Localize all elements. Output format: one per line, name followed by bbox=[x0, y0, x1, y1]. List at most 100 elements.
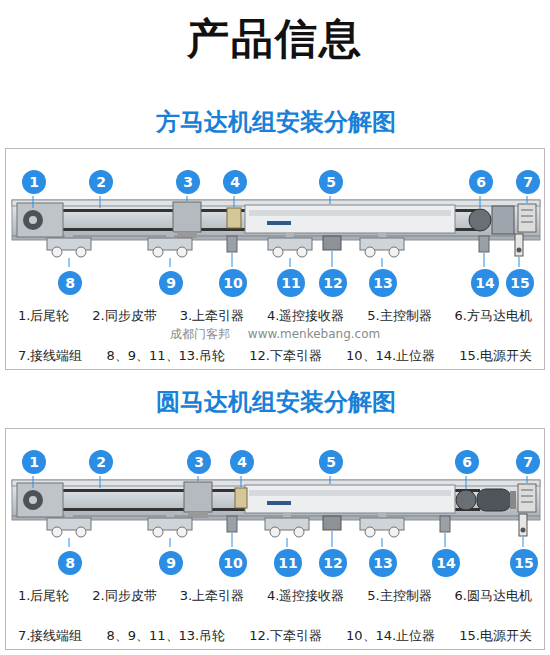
part-list-row: 7.接线端组8、9、11、13.吊轮12.下牵引器10、14.止位器15.电源开… bbox=[6, 348, 544, 364]
wheel bbox=[52, 527, 62, 537]
heading-rule bbox=[95, 121, 150, 123]
part-list-item: 12.下牵引器 bbox=[249, 628, 322, 644]
hanger-wheel bbox=[360, 512, 404, 537]
callout-circle: 7 bbox=[516, 170, 540, 194]
power-switch bbox=[515, 234, 523, 256]
callout-circle: 11 bbox=[277, 269, 305, 297]
callout-number: 3 bbox=[194, 455, 204, 469]
wheel bbox=[177, 527, 187, 537]
callout-circle: 15 bbox=[506, 269, 534, 297]
section-heading: 圆马达机组安装分解图 bbox=[156, 389, 396, 417]
callout-number: 2 bbox=[96, 455, 106, 469]
part-list-item: 8、9、11、13.吊轮 bbox=[106, 348, 225, 364]
callout-circle: 15 bbox=[510, 549, 538, 577]
wheel bbox=[389, 247, 399, 257]
wheel bbox=[76, 527, 86, 537]
hanger-wheel bbox=[265, 512, 309, 537]
callout-circle: 8 bbox=[58, 551, 82, 575]
part-list-item: 8、9、11、13.吊轮 bbox=[106, 628, 225, 644]
part-list-item: 2.同步皮带 bbox=[92, 308, 156, 324]
callout-number: 4 bbox=[230, 175, 240, 189]
callout-number: 7 bbox=[523, 455, 533, 469]
callout-number: 12 bbox=[323, 556, 342, 570]
upper-tractor bbox=[184, 482, 212, 518]
watermark-row: 成都门客邦www.menkebang.com bbox=[5, 328, 545, 342]
part-list-item: 6.方马达电机 bbox=[455, 308, 532, 324]
upper-tractor bbox=[173, 202, 201, 238]
heading-wrap: 方马达机组安装分解图 bbox=[6, 109, 546, 137]
callout-circle: 13 bbox=[369, 549, 397, 577]
callout-circle: 3 bbox=[187, 450, 211, 474]
hanger-wheel bbox=[47, 512, 91, 537]
callout-circle: 11 bbox=[274, 549, 302, 577]
wheel bbox=[76, 247, 86, 257]
switch-knob bbox=[521, 528, 526, 533]
watermark-text: 成都门客邦 bbox=[170, 328, 230, 342]
part-list-item: 1.后尾轮 bbox=[18, 588, 69, 604]
wheel bbox=[153, 527, 163, 537]
callout-circle: 5 bbox=[319, 170, 343, 194]
part-list-item: 15.电源开关 bbox=[459, 628, 532, 644]
round-motor bbox=[477, 489, 511, 511]
wheel bbox=[365, 527, 375, 537]
remote-receiver bbox=[227, 208, 241, 228]
callout-circle: 9 bbox=[159, 271, 183, 295]
diagram-panel: 圆马达机组安装分解图1.后尾轮2.同步皮带3.上牵引器4.遥控接收器5.主控制器… bbox=[5, 428, 545, 650]
callout-number: 15 bbox=[514, 556, 533, 570]
wheel bbox=[52, 247, 62, 257]
callout-number: 7 bbox=[523, 175, 533, 189]
callout-circle: 6 bbox=[469, 170, 493, 194]
wheel bbox=[270, 527, 280, 537]
callout-number: 6 bbox=[476, 175, 486, 189]
wheel bbox=[273, 247, 283, 257]
tractor-plate bbox=[173, 202, 201, 232]
callout-number: 6 bbox=[462, 455, 472, 469]
door-stopper bbox=[227, 236, 237, 252]
hanger-wheel bbox=[360, 232, 404, 257]
leader-lines bbox=[33, 196, 527, 208]
motor-end-cap bbox=[510, 491, 516, 509]
part-list-row: 7.接线端组8、9、11、13.吊轮12.下牵引器10、14.止位器15.电源开… bbox=[6, 628, 544, 644]
callout-number: 12 bbox=[323, 276, 342, 290]
part-list-item: 2.同步皮带 bbox=[92, 588, 156, 604]
callout-circle: 2 bbox=[89, 450, 113, 474]
callout-circle: 10 bbox=[219, 549, 247, 577]
callout-circle: 5 bbox=[319, 450, 343, 474]
callout-number: 10 bbox=[223, 556, 242, 570]
callout-number: 13 bbox=[373, 556, 392, 570]
callout-circle: 6 bbox=[455, 450, 479, 474]
tractor-clamp bbox=[177, 232, 197, 238]
part-list-row: 1.后尾轮2.同步皮带3.上牵引器4.遥控接收器5.主控制器6.圆马达电机 bbox=[6, 588, 544, 604]
callout-number: 1 bbox=[29, 175, 39, 189]
heading-wrap: 圆马达机组安装分解图 bbox=[6, 389, 546, 417]
hanger-wheel bbox=[148, 232, 192, 257]
part-list-item: 12.下牵引器 bbox=[249, 348, 322, 364]
callout-number: 8 bbox=[65, 556, 75, 570]
callout-circle: 8 bbox=[58, 271, 82, 295]
callout-number: 3 bbox=[183, 175, 193, 189]
tractor-clamp bbox=[188, 512, 208, 518]
lower-tractor bbox=[323, 516, 341, 530]
wheel bbox=[389, 527, 399, 537]
callout-number: 15 bbox=[510, 276, 529, 290]
callout-circle: 1 bbox=[22, 450, 46, 474]
motor-pulley bbox=[456, 490, 476, 510]
callout-number: 4 bbox=[237, 455, 247, 469]
callout-number: 5 bbox=[326, 175, 336, 189]
part-list-item: 10、14.止位器 bbox=[346, 348, 435, 364]
square-motor-unit bbox=[12, 196, 540, 267]
callout-number: 2 bbox=[96, 175, 106, 189]
wheel bbox=[365, 247, 375, 257]
hanger-wheel bbox=[47, 232, 91, 257]
lower-tractor bbox=[323, 236, 341, 250]
callout-number: 5 bbox=[326, 455, 336, 469]
callout-circle: 13 bbox=[369, 269, 397, 297]
callout-number: 11 bbox=[281, 276, 300, 290]
part-list-item: 6.圆马达电机 bbox=[455, 588, 532, 604]
square-motor bbox=[492, 206, 514, 234]
callout-number: 1 bbox=[29, 455, 39, 469]
callout-circle: 2 bbox=[89, 170, 113, 194]
part-list-item: 5.主控制器 bbox=[367, 308, 431, 324]
wheel bbox=[153, 247, 163, 257]
